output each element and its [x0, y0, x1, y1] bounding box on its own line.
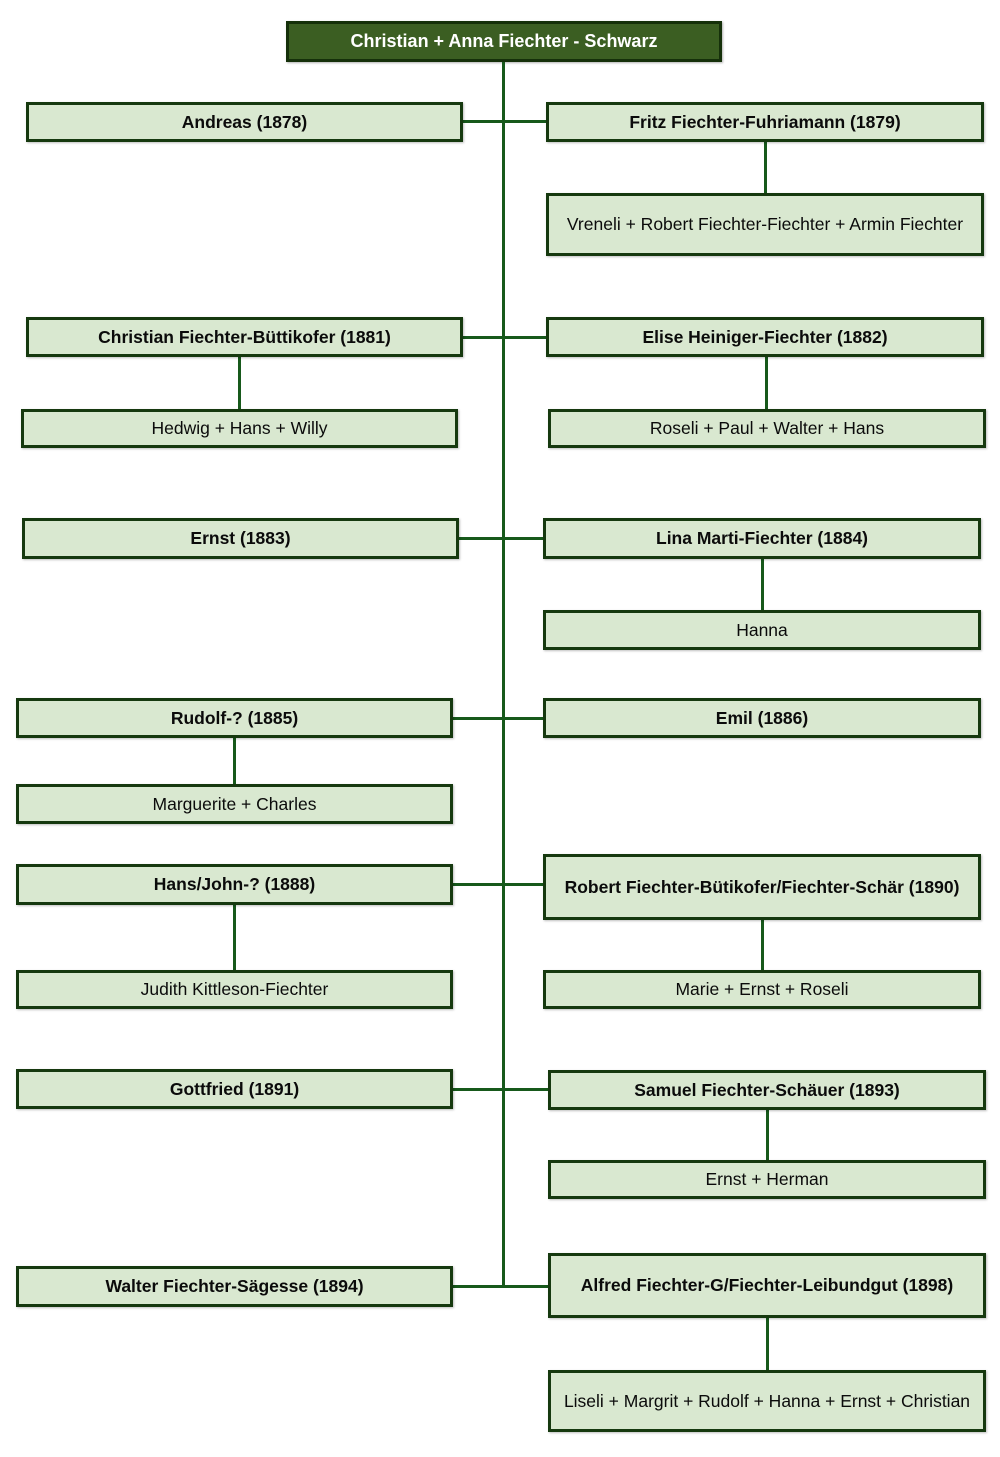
- node-fritz-children: Vreneli + Robert Fiechter-Fiechter + Arm…: [546, 193, 984, 256]
- connector-row6: [453, 1088, 548, 1091]
- node-elise: Elise Heiniger-Fiechter (1882): [546, 317, 984, 357]
- connector-row2: [463, 336, 546, 339]
- node-ernst: Ernst (1883): [22, 518, 459, 559]
- connector-row4: [453, 717, 543, 720]
- connector-row1: [463, 120, 546, 123]
- connector-row7: [453, 1285, 548, 1288]
- node-elise-children: Roseli + Paul + Walter + Hans: [548, 409, 986, 448]
- connector-samuel-children: [766, 1110, 769, 1160]
- node-rudolf: Rudolf-? (1885): [16, 698, 453, 738]
- connector-christian-children: [238, 357, 241, 409]
- node-hansjohn: Hans/John-? (1888): [16, 864, 453, 905]
- connector-alfred-children: [766, 1318, 769, 1370]
- node-gottfried: Gottfried (1891): [16, 1069, 453, 1109]
- connector-row3: [459, 537, 543, 540]
- tree-root-title-label: Christian + Anna Fiechter - Schwarz: [350, 31, 658, 51]
- node-rudolf-children: Marguerite + Charles: [16, 784, 453, 824]
- node-emil: Emil (1886): [543, 698, 981, 738]
- node-fritz: Fritz Fiechter-Fuhriamann (1879): [546, 102, 984, 142]
- connector-hansjohn-children: [233, 905, 236, 970]
- node-robert-children: Marie + Ernst + Roseli: [543, 970, 981, 1009]
- node-samuel-children: Ernst + Herman: [548, 1160, 986, 1199]
- tree-root-title: Christian + Anna Fiechter - Schwarz: [286, 21, 722, 62]
- node-andreas: Andreas (1878): [26, 102, 463, 142]
- node-alfred-children: Liseli + Margrit + Rudolf + Hanna + Erns…: [548, 1370, 986, 1432]
- trunk-line: [502, 62, 505, 1288]
- connector-fritz-children: [764, 142, 767, 193]
- connector-rudolf-children: [233, 738, 236, 784]
- node-lina-children: Hanna: [543, 610, 981, 650]
- node-alfred: Alfred Fiechter-G/Fiechter-Leibundgut (1…: [548, 1253, 986, 1318]
- node-christian: Christian Fiechter-Büttikofer (1881): [26, 317, 463, 357]
- node-samuel: Samuel Fiechter-Schäuer (1893): [548, 1070, 986, 1110]
- connector-lina-children: [761, 559, 764, 610]
- connector-elise-children: [765, 357, 768, 409]
- node-christian-children: Hedwig + Hans + Willy: [21, 409, 458, 448]
- node-robert: Robert Fiechter-Bütikofer/Fiechter-Schär…: [543, 854, 981, 920]
- node-lina: Lina Marti-Fiechter (1884): [543, 518, 981, 559]
- connector-robert-children: [761, 920, 764, 970]
- node-hansjohn-children: Judith Kittleson-Fiechter: [16, 970, 453, 1009]
- node-walter: Walter Fiechter-Sägesse (1894): [16, 1266, 453, 1307]
- connector-row5: [453, 883, 543, 886]
